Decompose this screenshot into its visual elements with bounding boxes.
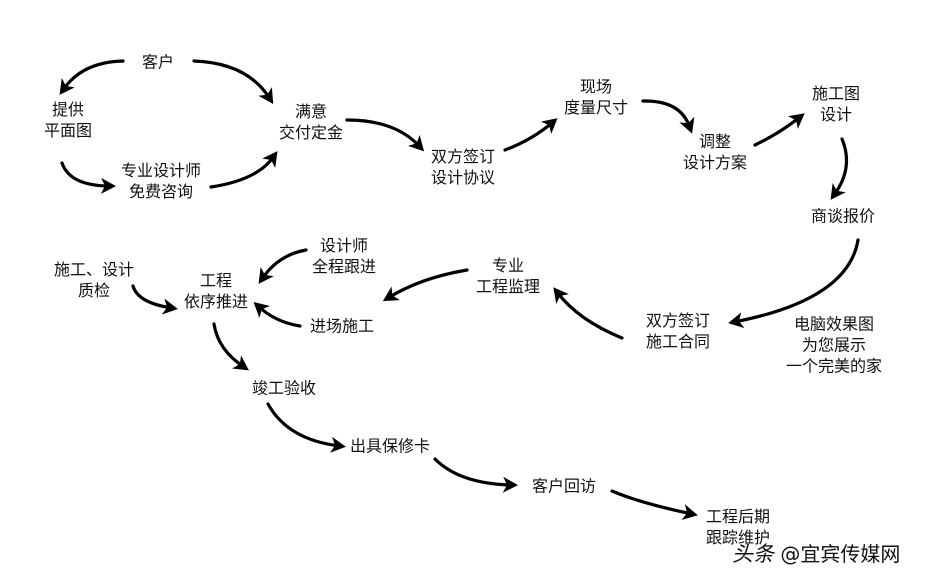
arrow-customer-to-deposit-head: [258, 87, 274, 105]
arrow-site-to-progress: [256, 304, 302, 328]
arrow-warranty-to-revisit: [433, 457, 514, 487]
arrow-designer-to-progress-head: [258, 267, 274, 284]
arrow-site-to-progress-head: [253, 302, 271, 318]
node-customer: 客户: [141, 52, 175, 72]
node-acceptance: 竣工验收: [251, 378, 317, 398]
arrow-customer-to-floor-plan-head: [59, 78, 75, 95]
node-render-showcase: 电脑效果图为您展示一个完美的家: [785, 314, 883, 376]
arrow-consult-to-deposit-head: [262, 151, 278, 168]
arrow-deposit-to-agreement-head: [408, 134, 425, 152]
arrow-drawing-to-quote: [832, 137, 849, 197]
arrow-quote-to-contract-head: [728, 312, 745, 329]
node-site-construction: 进场施工: [309, 316, 375, 336]
arrow-customer-to-deposit: [192, 59, 272, 101]
arrow-quality-to-progress: [131, 284, 174, 310]
arrow-adjust-to-drawing-head: [787, 113, 805, 129]
arrow-quality-to-progress-head: [161, 298, 178, 315]
node-construction-drawing: 施工图设计: [811, 84, 861, 124]
arrow-agreement-to-measure: [503, 120, 555, 152]
arrow-consult-to-deposit: [209, 154, 276, 189]
arrow-progress-to-acceptance-head: [232, 355, 249, 371]
arrow-quote-to-contract: [732, 238, 860, 324]
arrow-floor-plan-to-consult: [60, 161, 112, 188]
arrow-supervision-to-site: [386, 268, 469, 300]
node-site-measure: 现场度量尺寸: [563, 77, 629, 117]
node-revisit: 客户回访: [531, 476, 597, 496]
node-project-progress: 工程依序推进: [183, 271, 249, 311]
arrow-revisit-to-maintenance: [610, 489, 694, 516]
arrow-warranty-to-revisit-head: [502, 476, 518, 493]
arrow-customer-to-floor-plan: [61, 59, 125, 92]
arrow-floor-plan-to-consult-head: [100, 177, 116, 194]
watermark-logo: 头条: [732, 542, 774, 566]
node-floor-plan: 提供平面图: [43, 100, 93, 140]
watermark: 头条 @宜宾传媒网: [732, 538, 900, 568]
node-design-agreement: 双方签订设计协议: [430, 147, 496, 187]
node-maintenance: 工程后期跟踪维护: [705, 507, 771, 547]
node-adjust-plan: 调整设计方案: [682, 132, 748, 172]
arrow-revisit-to-maintenance-head: [681, 504, 698, 520]
arrow-contract-to-supervision: [555, 290, 624, 340]
arrow-adjust-to-drawing: [753, 115, 802, 147]
arrow-progress-to-acceptance: [212, 322, 246, 369]
node-quote: 商谈报价: [810, 206, 876, 226]
arrow-supervision-to-site-head: [382, 286, 400, 302]
arrow-deposit-to-agreement: [345, 118, 422, 149]
watermark-account: @宜宾传媒网: [780, 542, 901, 566]
arrow-drawing-to-quote-head: [830, 183, 846, 200]
node-deposit: 满意交付定金: [278, 102, 344, 142]
arrow-measure-to-adjust-head: [679, 116, 695, 134]
node-designer-free-consult: 专业设计师免费咨询: [120, 161, 202, 201]
node-construction-contract: 双方签订施工合同: [645, 311, 711, 351]
node-warranty-card: 出具保修卡: [349, 436, 431, 456]
arrow-contract-to-supervision-head: [553, 287, 569, 305]
arrow-designer-to-progress: [260, 248, 308, 281]
node-quality-check: 施工、设计质检: [53, 260, 135, 300]
node-designer-follow: 设计师全程跟进: [311, 236, 377, 276]
arrow-agreement-to-measure-head: [540, 118, 558, 134]
arrow-acceptance-to-warranty: [266, 402, 342, 448]
node-supervision: 专业工程监理: [475, 256, 541, 296]
arrow-acceptance-to-warranty-head: [330, 436, 346, 453]
